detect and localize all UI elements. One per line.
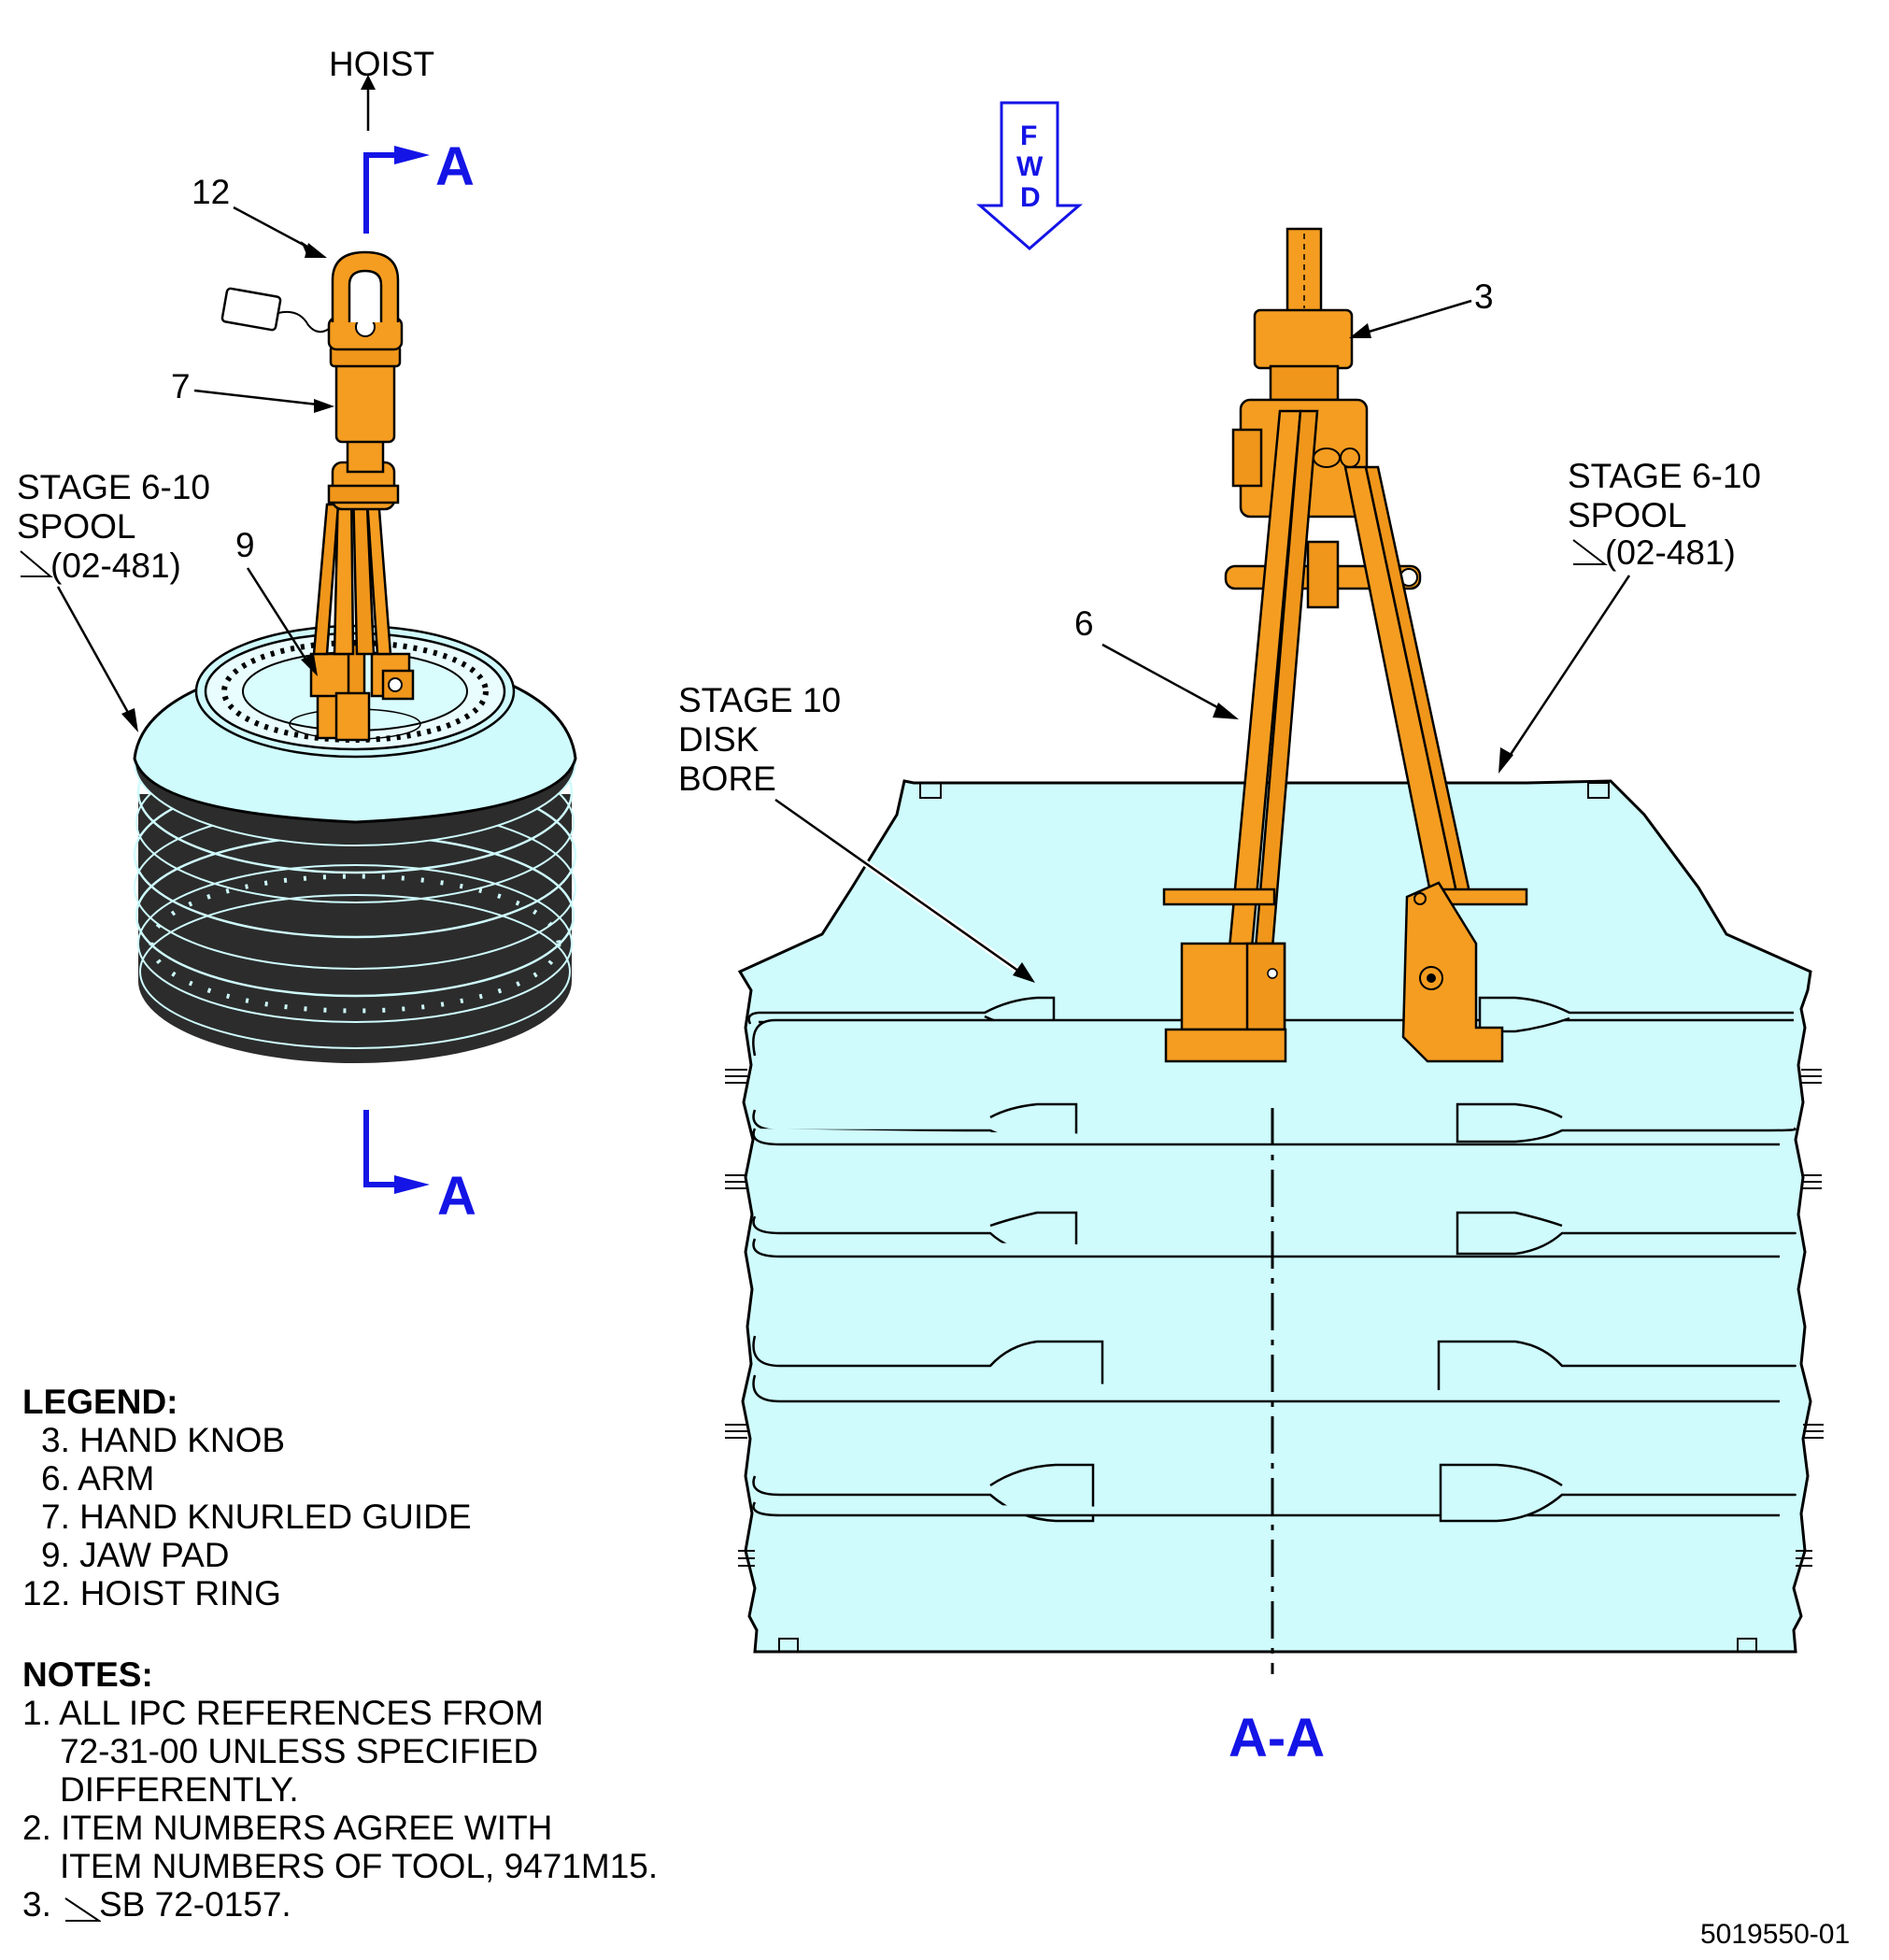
- fwd-letter-d: D: [1020, 182, 1041, 213]
- figure-id: 5019550-01: [1700, 1919, 1851, 1950]
- disk-bore-line3: BORE: [678, 760, 776, 798]
- spool-right-line3: (02-481): [1605, 533, 1736, 572]
- notes-title: NOTES:: [22, 1655, 153, 1694]
- legend-item-6: 6. ARM: [41, 1459, 155, 1498]
- lift-tool-section: [1162, 227, 1528, 1063]
- note-1-line2: 72-31-00 UNLESS SPECIFIED: [60, 1732, 539, 1770]
- note-3-number: 3.: [22, 1885, 51, 1924]
- note-2-line1: 2. ITEM NUMBERS AGREE WITH: [22, 1809, 553, 1847]
- item-7-callout: 7: [171, 367, 191, 405]
- disk-bore-line2: DISK: [678, 720, 760, 759]
- legend-item-12: 12. HOIST RING: [22, 1574, 281, 1612]
- spool-right-line2: SPOOL: [1568, 496, 1687, 534]
- note-1-line1: 1. ALL IPC REFERENCES FROM: [22, 1694, 544, 1732]
- fwd-arrow: F W D: [975, 101, 1084, 250]
- spool-right-line1: STAGE 6-10: [1568, 457, 1761, 495]
- fwd-letter-f: F: [1020, 121, 1037, 151]
- section-aa: 3 6 STAGE 10 DISK BORE STAGE 6-10 SPOOL …: [678, 227, 1824, 1768]
- item-3-callout: 3: [1474, 277, 1494, 316]
- note-2-line2: ITEM NUMBERS OF TOOL, 9471M15.: [60, 1847, 659, 1885]
- section-marker-bottom: A: [437, 1166, 476, 1227]
- lift-tool-iso: [220, 250, 415, 742]
- spool-left-line1: STAGE 6-10: [17, 468, 210, 506]
- section-marker-top: A: [435, 136, 475, 197]
- spool-left-line3: (02-481): [50, 547, 181, 585]
- legend-title: LEGEND:: [22, 1383, 178, 1421]
- item-6-callout: 6: [1074, 604, 1094, 643]
- note-3-text: SB 72-0157.: [99, 1885, 291, 1924]
- fwd-letter-w: W: [1016, 151, 1044, 182]
- legend-item-7: 7. HAND KNURLED GUIDE: [41, 1498, 472, 1536]
- legend-item-9: 9. JAW PAD: [41, 1536, 230, 1574]
- isometric-view: HOIST A A: [17, 45, 577, 1227]
- note-1-line3: DIFFERENTLY.: [60, 1770, 299, 1809]
- item-12-callout: 12: [192, 173, 230, 211]
- legend-item-3: 3. HAND KNOB: [41, 1421, 286, 1459]
- section-view-title: A-A: [1229, 1708, 1325, 1768]
- disk-bore-line1: STAGE 10: [678, 681, 841, 719]
- hoist-label: HOIST: [329, 45, 434, 83]
- item-9-callout: 9: [235, 526, 255, 564]
- triangle-flag-icon: [64, 1897, 101, 1922]
- spool-left-line2: SPOOL: [17, 507, 136, 546]
- spool-cross-section: [737, 779, 1812, 1654]
